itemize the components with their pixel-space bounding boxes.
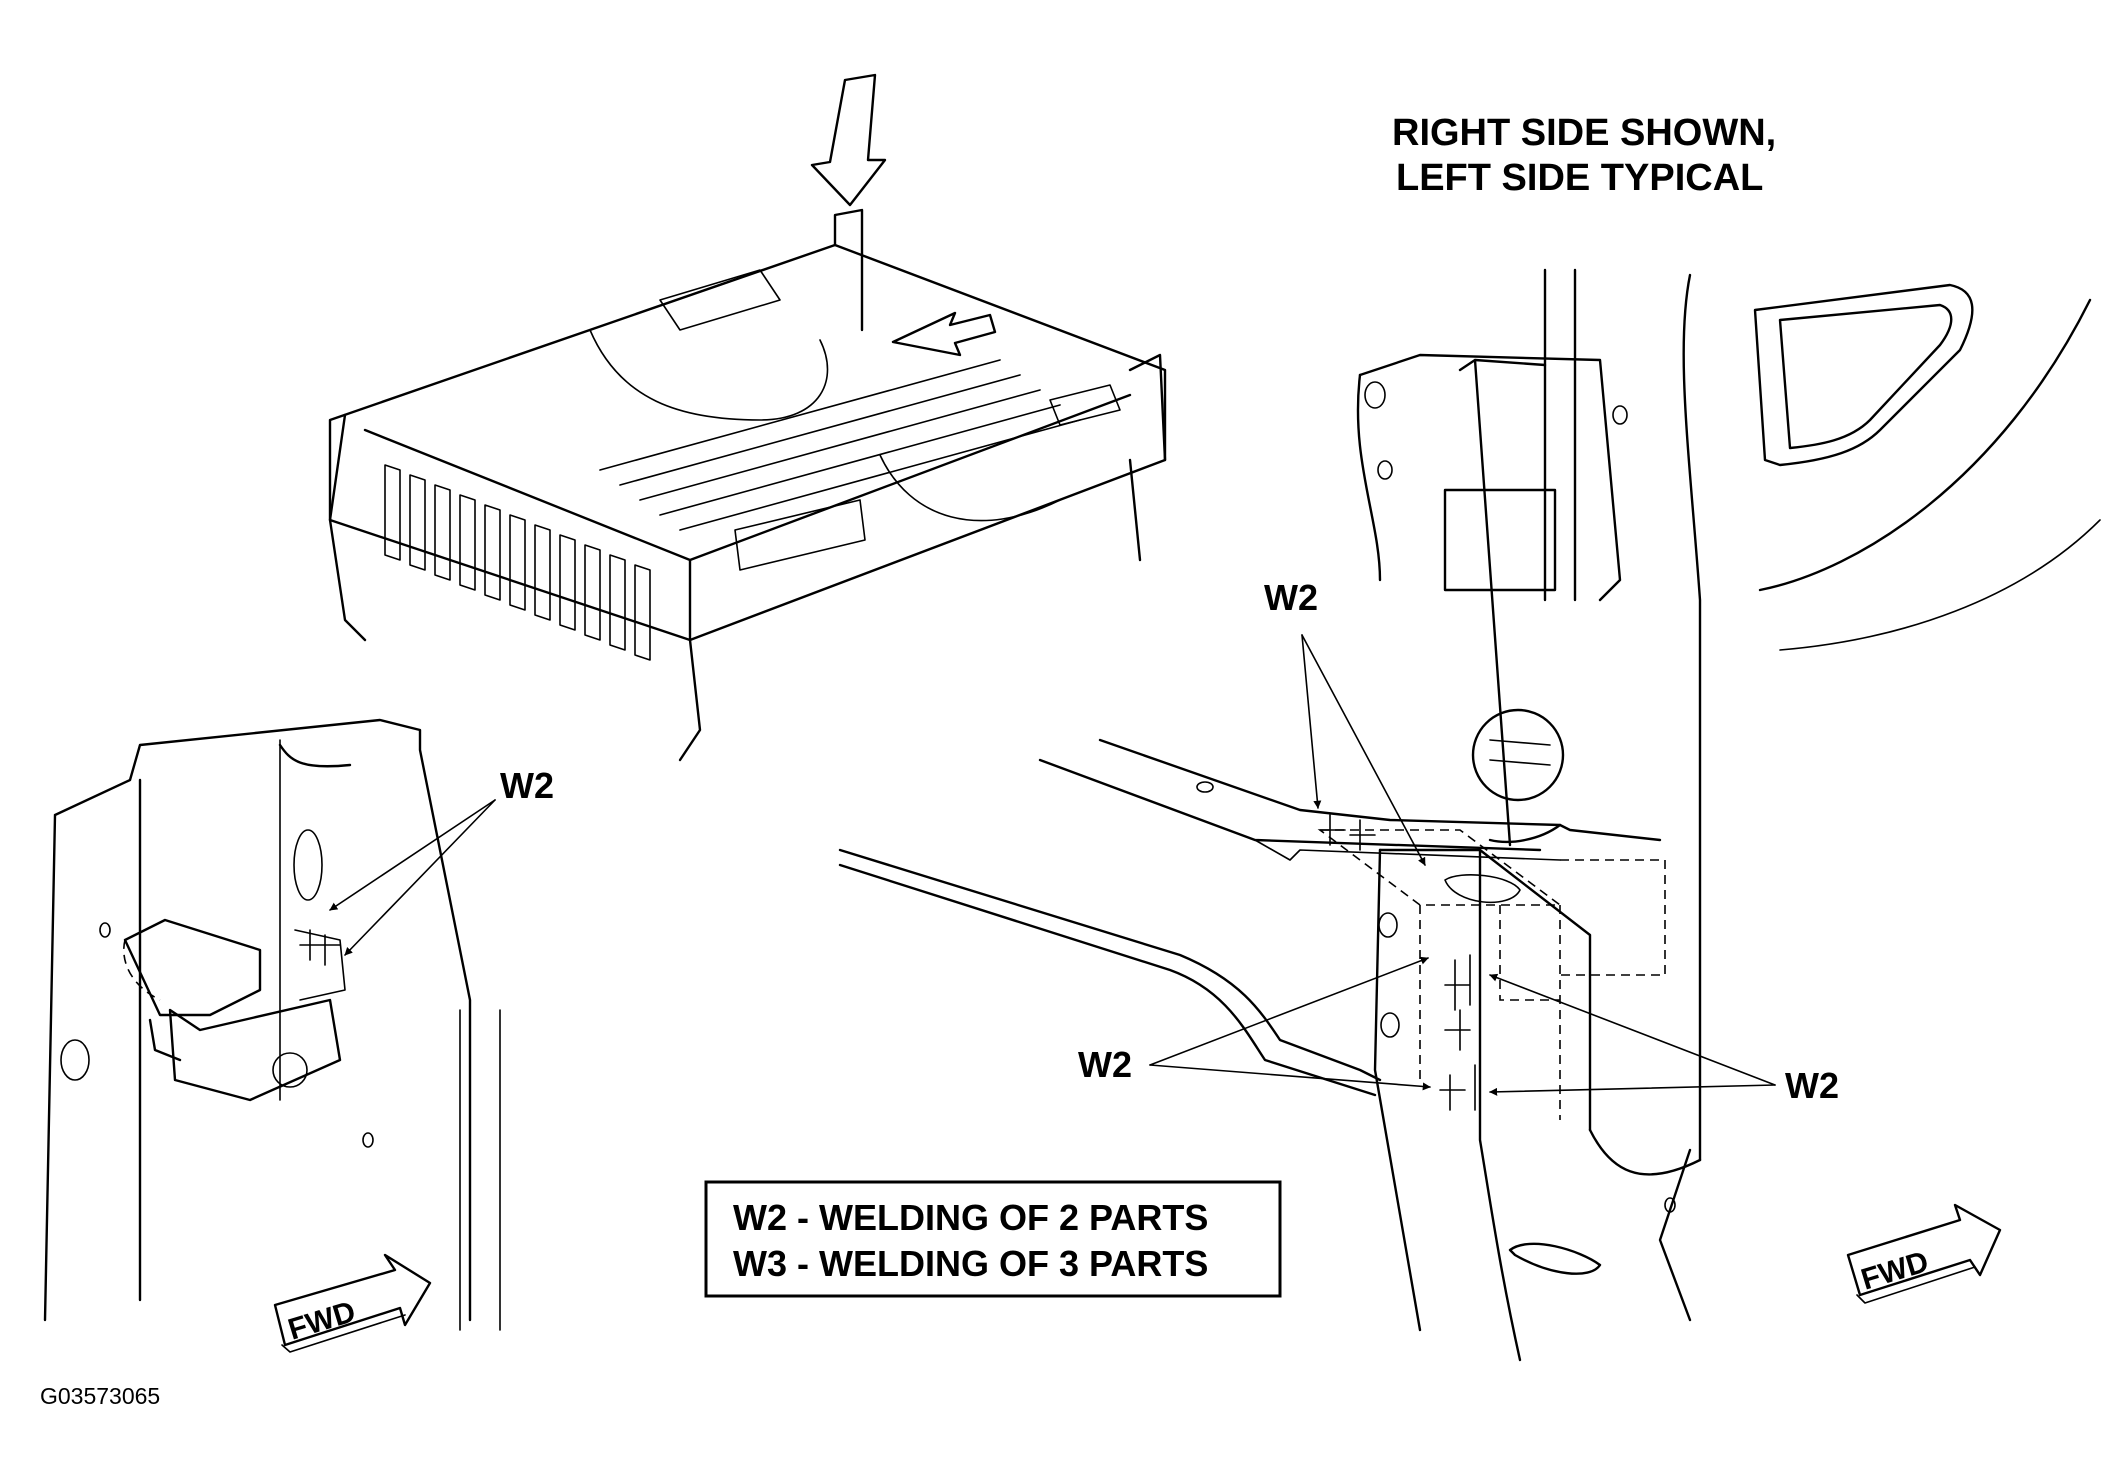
down-arrow-icon xyxy=(810,73,887,207)
leader-arrows xyxy=(329,634,1776,1096)
fwd-label-right: FWD xyxy=(1857,1245,1932,1297)
left-arrow-icon xyxy=(891,311,997,357)
figure-id: G03573065 xyxy=(40,1383,160,1409)
legend-line-2: W3 - WELDING OF 3 PARTS xyxy=(733,1243,1208,1284)
header-line-1: RIGHT SIDE SHOWN, xyxy=(1392,112,1776,154)
left-detail-panel xyxy=(43,718,501,1331)
callout-left-w2: W2 xyxy=(500,765,554,806)
fwd-arrow-right xyxy=(1846,1203,2002,1304)
legend-line-1: W2 - WELDING OF 2 PARTS xyxy=(733,1197,1208,1238)
tailgate-ribs xyxy=(384,464,651,661)
legend-box xyxy=(704,1180,1282,1298)
fwd-label-left: FWD xyxy=(284,1295,359,1347)
right-detail-panel xyxy=(838,268,2101,1362)
header-line-2: LEFT SIDE TYPICAL xyxy=(1396,157,1763,199)
truck-bed-illustration xyxy=(328,208,1167,762)
callout-right-top-w2: W2 xyxy=(1264,577,1318,618)
callout-right-mid-left-w2: W2 xyxy=(1078,1044,1132,1085)
callout-right-mid-right-w2: W2 xyxy=(1785,1065,1839,1106)
fwd-arrow-left xyxy=(273,1253,432,1353)
